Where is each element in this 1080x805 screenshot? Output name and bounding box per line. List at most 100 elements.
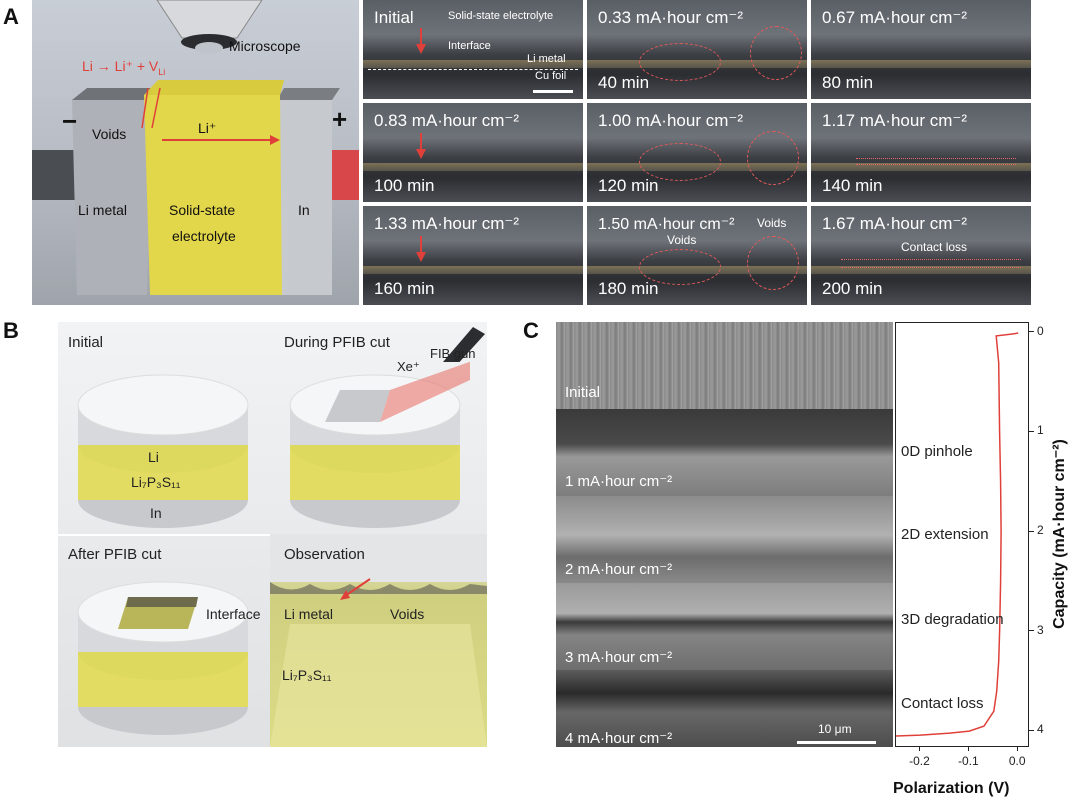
voids-label: Voids	[667, 233, 697, 247]
panel-label-a: A	[3, 4, 19, 29]
tile-caption: 0.33 mA·hour cm⁻²	[598, 8, 744, 27]
stage-label-3d: 3D degradation	[901, 611, 1004, 628]
obs-li-metal-label: Li metal	[284, 606, 334, 622]
sem-label-4: 4 mA·hour cm⁻²	[565, 730, 673, 747]
x-tick-mark	[967, 746, 969, 751]
arrow-icon	[416, 133, 426, 159]
tile-caption: 1.50 mA·hour cm⁻²	[598, 216, 735, 233]
sem-slice-1	[556, 409, 893, 496]
void-ellipse	[639, 249, 721, 285]
contact-loss-trace	[856, 164, 1016, 165]
arrow-icon	[416, 28, 426, 54]
scale-bar	[533, 90, 573, 93]
tile-time: 180 min	[598, 279, 659, 298]
li-metal-label: Li metal	[78, 202, 128, 218]
sem-stack: Initial 1 mA·hour cm⁻² 2 mA·hour cm⁻² 3 …	[556, 322, 893, 747]
disk-during-cut	[289, 361, 470, 528]
micrograph-tile-120min: 1.00 mA·hour cm⁻² 120 min	[587, 103, 807, 202]
tile-caption: 0.67 mA·hour cm⁻²	[822, 8, 968, 27]
voids-label: Voids	[757, 216, 787, 230]
initial-label: Initial	[68, 334, 104, 351]
in-layer-label: In	[150, 505, 162, 521]
observation-art	[270, 534, 487, 747]
y-tick-label: 3	[1037, 622, 1044, 637]
tile-time: 120 min	[598, 176, 659, 195]
x-tick-label: -0.2	[909, 754, 930, 768]
li-ion-label: Li⁺	[198, 120, 217, 136]
tile-time: 200 min	[822, 279, 883, 298]
disk-after-cut	[77, 581, 249, 735]
cu-foil-line	[368, 69, 578, 70]
polarization-series-line	[896, 332, 1019, 737]
stage-label-0d: 0D pinhole	[901, 443, 973, 460]
micrograph-tile-200min: 1.67 mA·hour cm⁻² 200 min Contact loss	[811, 206, 1031, 305]
fib-gun-icon	[443, 327, 485, 362]
tile-time: 80 min	[822, 73, 874, 92]
li-metal-label: Li metal	[527, 53, 566, 65]
tile-caption: 1.33 mA·hour cm⁻²	[374, 214, 520, 233]
li-layer-label: Li	[148, 449, 159, 465]
x-tick-label: -0.1	[957, 754, 979, 768]
cu-foil-label: Cu foil	[535, 70, 567, 82]
panel-label-b: B	[3, 318, 19, 343]
sem-slice-initial	[556, 322, 893, 409]
solid-state-label: Solid-state electrolyte	[448, 10, 554, 22]
y-tick-mark	[1029, 331, 1034, 333]
arrow-icon	[416, 236, 426, 262]
y-tick-mark	[1029, 430, 1034, 432]
tile-caption: 1.17 mA·hour cm⁻²	[822, 111, 968, 130]
y-tick-label: 1	[1037, 423, 1044, 438]
y-tick-mark	[1029, 530, 1034, 532]
y-tick-mark	[1029, 630, 1034, 632]
cell-illustration: Microscope Li → Li⁺ + VLi − + Voids Li⁺ …	[32, 0, 359, 305]
x-axis-label: Polarization (V)	[893, 780, 1010, 797]
fib-gun-label: FIB gun	[430, 346, 476, 361]
xe-label: Xe⁺	[397, 359, 420, 374]
sem-slice-2	[556, 496, 893, 583]
micrograph-tile-180min: 1.50 mA·hour cm⁻² 180 min Voids Voids	[587, 206, 807, 305]
disk-initial	[77, 374, 249, 528]
micrograph-tile-80min: 0.67 mA·hour cm⁻² 80 min	[811, 0, 1031, 99]
stage-label-contact-loss: Contact loss	[901, 695, 984, 712]
void-ellipse	[639, 43, 721, 81]
tile-caption: Initial	[374, 8, 414, 27]
in-label: In	[298, 202, 310, 218]
void-ellipse	[747, 131, 799, 185]
polarization-plot-frame: 0D pinhole 2D extension 3D degradation C…	[895, 322, 1029, 747]
microscope-label: Microscope	[229, 38, 301, 54]
y-tick-label: 2	[1037, 523, 1044, 537]
x-tick-mark	[918, 746, 920, 751]
electrolyte-label-1: Solid-state	[169, 202, 236, 218]
obs-electrolyte-label: Li₇P₃S₁₁	[282, 667, 332, 683]
tile-caption: 1.67 mA·hour cm⁻²	[822, 214, 968, 233]
panel-label-c: C	[523, 318, 539, 343]
scale-bar-label: 10 μm	[818, 722, 852, 736]
y-tick-label: 0	[1037, 323, 1044, 338]
x-tick-label: 0.0	[1008, 754, 1026, 768]
sem-slice-3	[556, 583, 893, 670]
polarization-curve-svg	[896, 332, 1019, 737]
contact-loss-trace	[841, 267, 1021, 268]
micrograph-tile-140min: 1.17 mA·hour cm⁻² 140 min	[811, 103, 1031, 202]
y-tick-label: 4	[1037, 722, 1044, 737]
interface-label: Interface	[206, 606, 261, 622]
scale-bar	[797, 741, 876, 744]
sem-slice-4	[556, 670, 893, 747]
minus-terminal: −	[62, 106, 78, 136]
observation-view	[270, 534, 487, 747]
sem-label-2: 2 mA·hour cm⁻²	[565, 561, 673, 578]
plus-terminal: +	[332, 104, 348, 134]
tile-time: 140 min	[822, 176, 883, 195]
void-ellipse	[639, 143, 721, 181]
electrolyte-layer-label: Li₇P₃S₁₁	[131, 474, 181, 490]
stage-label-2d: 2D extension	[901, 526, 989, 543]
micrograph-tile-160min: 1.33 mA·hour cm⁻² 160 min	[363, 206, 583, 305]
tile-time: 160 min	[374, 279, 435, 298]
void-ellipse	[750, 26, 802, 80]
pfib-illustration: Initial During PFIB cut Xe⁺ FIB gun Li L…	[58, 322, 487, 747]
micrograph-tile-initial: Initial Solid-state electrolyte Interfac…	[363, 0, 583, 99]
void-ellipse	[747, 236, 799, 290]
y-axis-label: Capacity (mA·hour cm⁻²)	[1051, 439, 1068, 629]
contact-loss-trace	[841, 259, 1021, 260]
obs-voids-label: Voids	[390, 606, 425, 622]
